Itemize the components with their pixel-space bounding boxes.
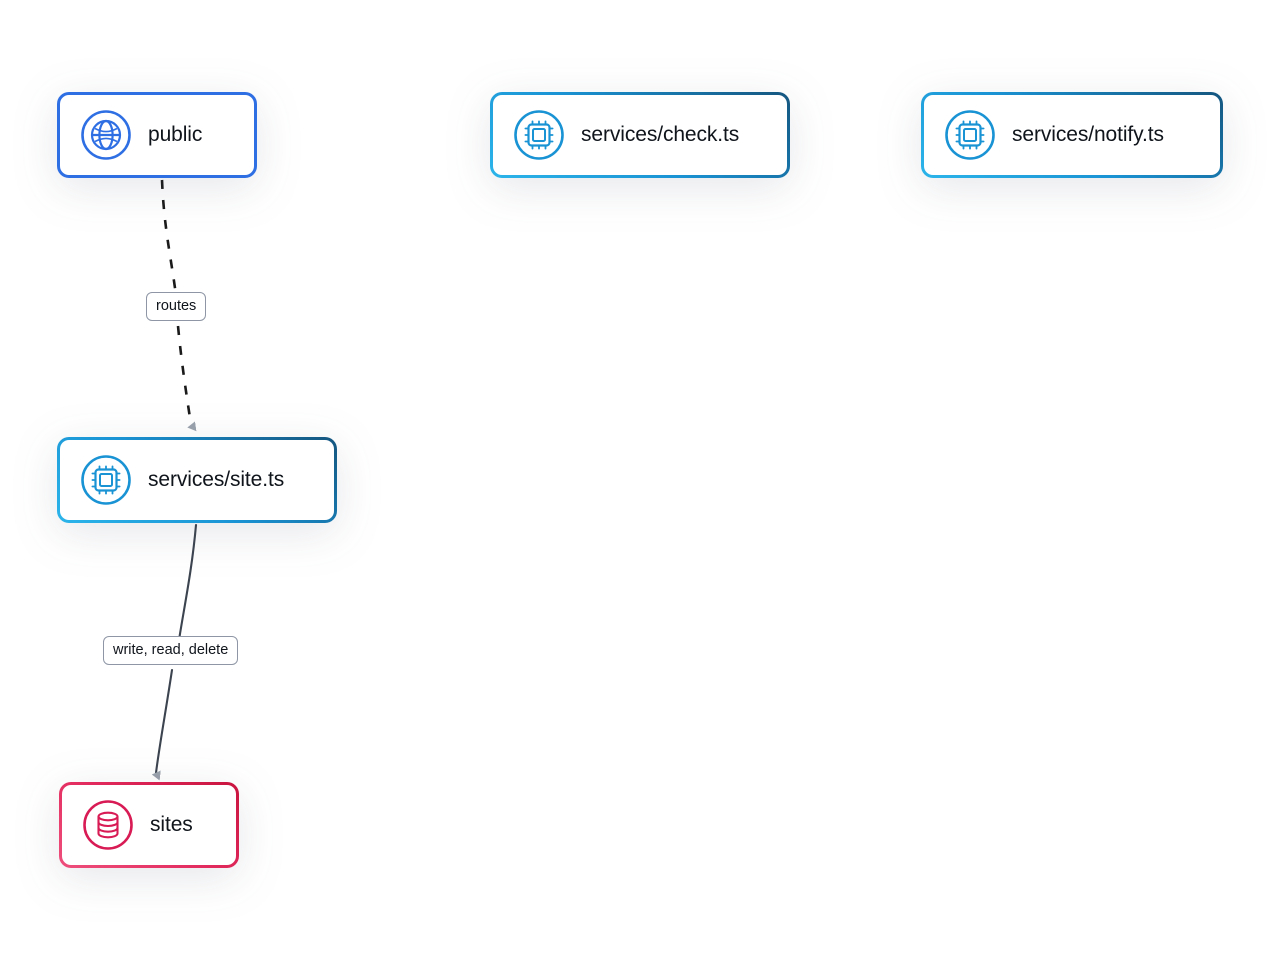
edge-label-routes: routes	[146, 292, 207, 321]
edge-public-to-site-upper-segment	[160, 179, 178, 297]
node-services-site-ts-label: services/site.ts	[148, 468, 285, 491]
node-services-check-ts[interactable]: services/check.ts	[490, 92, 790, 178]
node-public[interactable]: public	[57, 92, 257, 178]
edge-public-to-site-lower-segment	[176, 325, 197, 432]
node-services-check-ts-label: services/check.ts	[581, 123, 740, 146]
node-public-label: public	[148, 123, 203, 146]
edge-label-write-read-delete: write, read, delete	[103, 636, 239, 665]
node-services-notify-ts[interactable]: services/notify.ts	[921, 92, 1223, 178]
node-sites-database-label: sites	[150, 813, 193, 836]
chip-icon	[511, 107, 567, 163]
node-services-notify-ts-label: services/notify.ts	[1012, 123, 1164, 146]
chip-icon	[942, 107, 998, 163]
node-sites-database[interactable]: sites	[59, 782, 239, 868]
database-icon	[80, 797, 136, 853]
node-services-site-ts[interactable]: services/site.ts	[57, 437, 337, 523]
edge-site-to-sites-lower-segment	[151, 668, 174, 781]
globe-icon	[78, 107, 134, 163]
chip-icon	[78, 452, 134, 508]
edge-site-to-sites-upper-segment	[177, 523, 198, 642]
